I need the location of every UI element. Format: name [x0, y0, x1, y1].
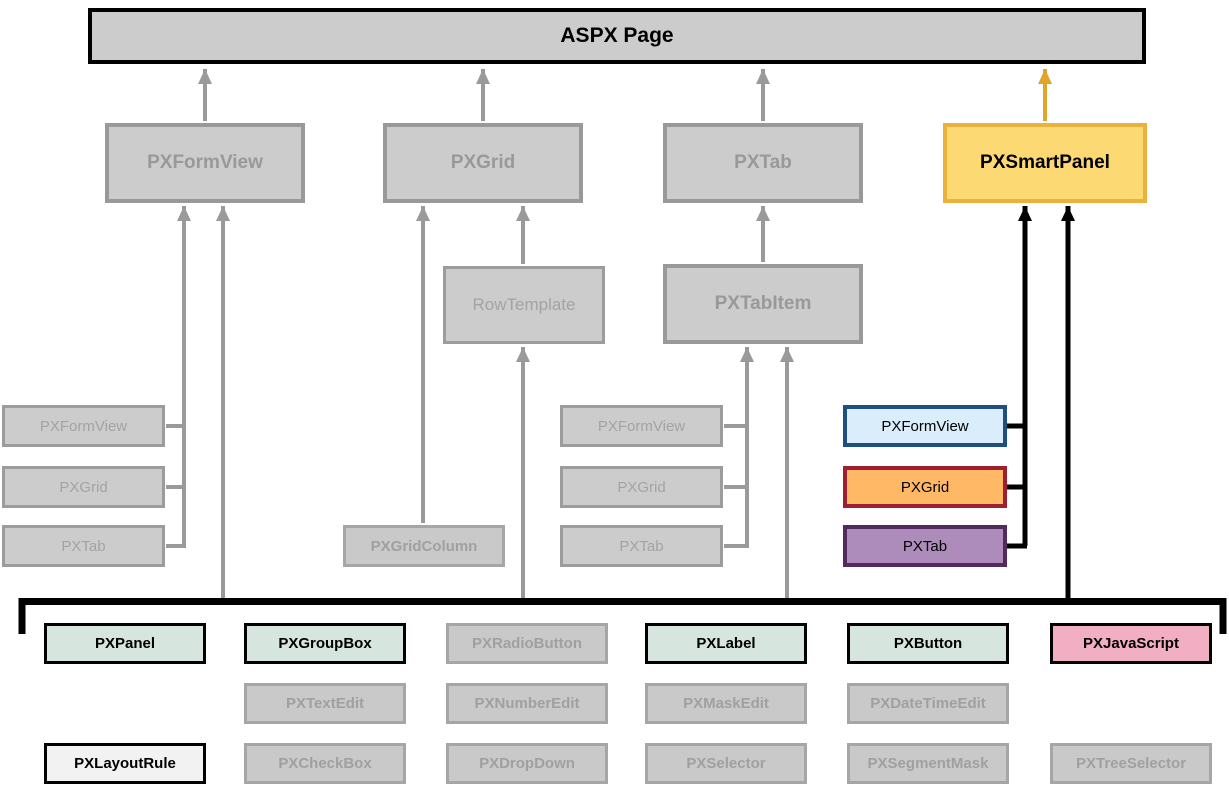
- node-tabitem-child-formview: PXFormView: [560, 405, 723, 447]
- node-pxmaskedit: PXMaskEdit: [645, 683, 807, 724]
- node-pxcheckbox: PXCheckBox: [244, 743, 406, 784]
- node-pxdropdown: PXDropDown: [446, 743, 608, 784]
- node-pxtabitem: PXTabItem: [663, 264, 863, 344]
- node-pxgridcolumn: PXGridColumn: [343, 525, 505, 567]
- node-smartpanel-child-grid: PXGrid: [843, 466, 1007, 508]
- node-pxpanel: PXPanel: [44, 623, 206, 664]
- node-formview-child-formview: PXFormView: [2, 405, 165, 447]
- node-pxradiobutton: PXRadioButton: [446, 623, 608, 664]
- node-formview-child-tab: PXTab: [2, 525, 165, 567]
- shared-controls-bracket: [18, 598, 1227, 634]
- node-aspx-page: ASPX Page: [88, 8, 1146, 64]
- node-pxtreeselector: PXTreeSelector: [1050, 743, 1212, 784]
- node-tabitem-child-grid: PXGrid: [560, 466, 723, 508]
- node-pxformview-container: PXFormView: [105, 123, 305, 203]
- node-pxtab-container: PXTab: [663, 123, 863, 203]
- node-pxselector: PXSelector: [645, 743, 807, 784]
- node-smartpanel-child-formview: PXFormView: [843, 405, 1007, 447]
- node-rowtemplate: RowTemplate: [443, 266, 605, 344]
- node-pxlayoutrule: PXLayoutRule: [44, 743, 206, 784]
- node-pxsmartpanel: PXSmartPanel: [943, 123, 1147, 203]
- node-pxbutton: PXButton: [847, 623, 1009, 664]
- node-pxlabel: PXLabel: [645, 623, 807, 664]
- node-pxjavascript: PXJavaScript: [1050, 623, 1212, 664]
- node-pxgroupbox: PXGroupBox: [244, 623, 406, 664]
- node-pxsegmentmask: PXSegmentMask: [847, 743, 1009, 784]
- node-formview-child-grid: PXGrid: [2, 466, 165, 508]
- node-pxtextedit: PXTextEdit: [244, 683, 406, 724]
- node-smartpanel-child-tab: PXTab: [843, 525, 1007, 567]
- node-pxgrid-container: PXGrid: [383, 123, 583, 203]
- node-pxdatetimeedit: PXDateTimeEdit: [847, 683, 1009, 724]
- node-tabitem-child-tab: PXTab: [560, 525, 723, 567]
- node-pxnumberedit: PXNumberEdit: [446, 683, 608, 724]
